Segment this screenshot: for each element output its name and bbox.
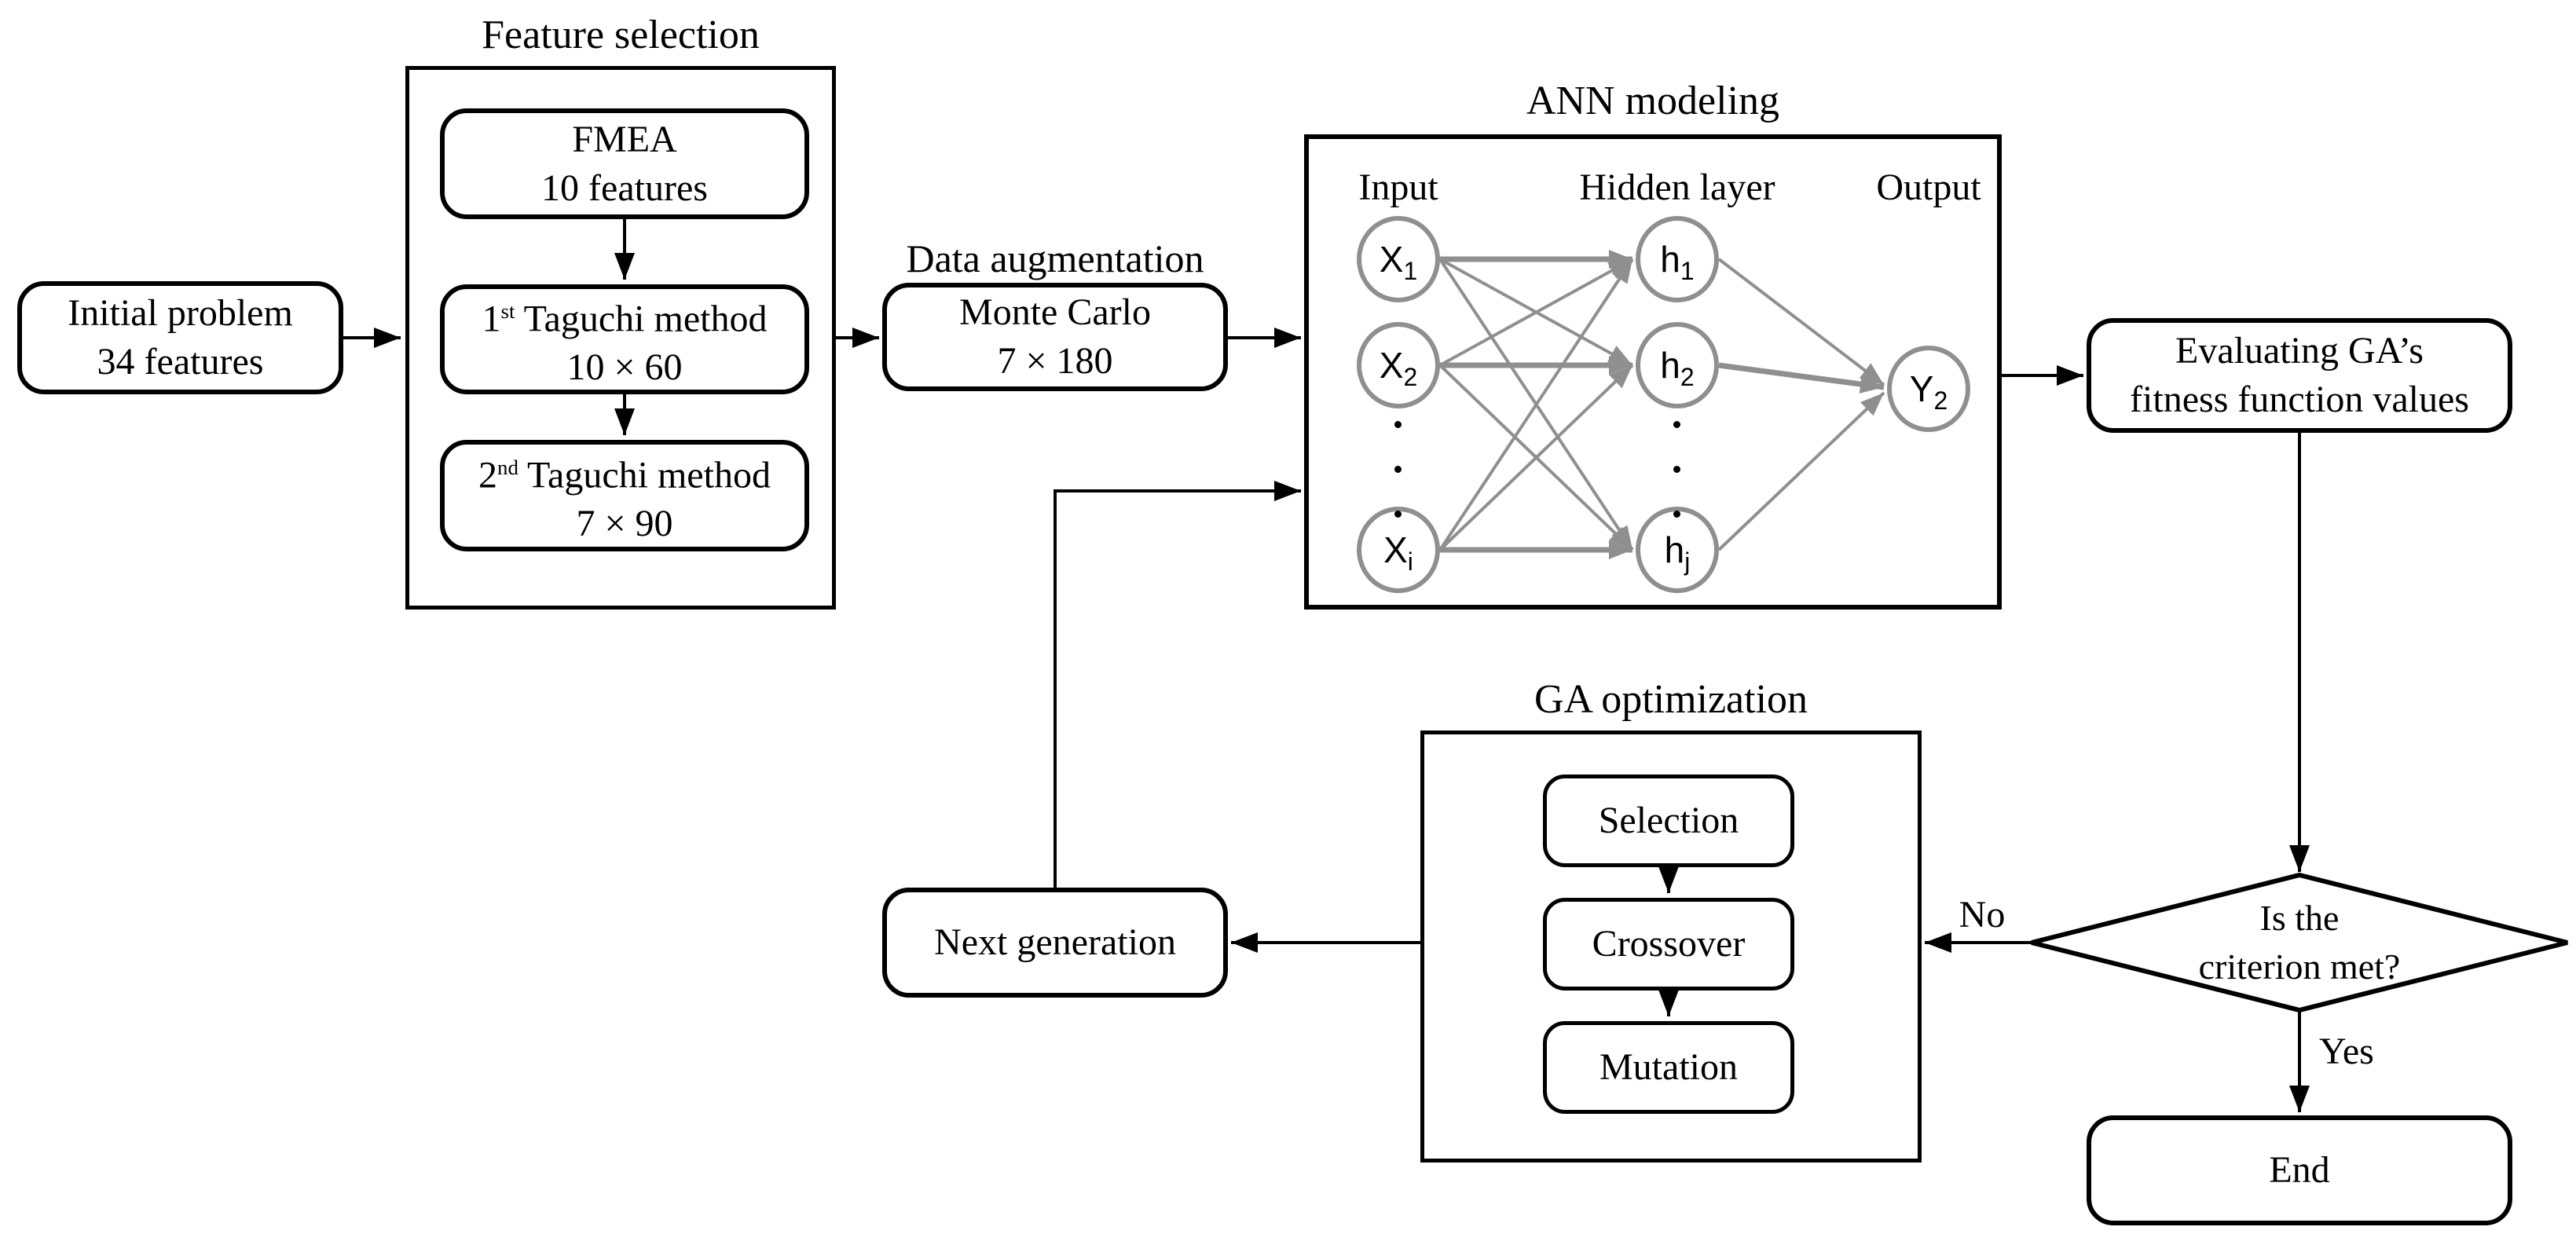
nn-node-h1: h1 xyxy=(1636,216,1719,302)
nn-edges xyxy=(1438,250,1885,559)
input-more-nodes-ellipsis xyxy=(1394,421,1402,518)
taguchi1-line1: 1st Taguchi method xyxy=(482,298,768,340)
end-box: End xyxy=(2087,1115,2512,1225)
initial-problem-box: Initial problem 34 features xyxy=(17,281,343,394)
monte-carlo-line1: Monte Carlo xyxy=(959,291,1151,333)
ann-output-label: Output xyxy=(1876,167,1981,208)
taguchi1-box: 1st Taguchi method 10 × 60 xyxy=(440,284,809,394)
arrow-nextgen-to-ann xyxy=(1053,481,1301,888)
fmea-line1: FMEA xyxy=(572,118,677,160)
decision-text: Is the criterion met? xyxy=(2111,894,2488,991)
ann-container xyxy=(1304,134,2002,610)
fmea-box: FMEA 10 features xyxy=(440,108,809,219)
taguchi2-box: 2nd Taguchi method 7 × 90 xyxy=(440,440,809,551)
decision-line1: Is the xyxy=(2259,898,2340,938)
next-generation-label: Next generation xyxy=(934,921,1176,963)
ann-hidden-layer-label: Hidden layer xyxy=(1579,167,1775,208)
initial-problem-line1: Initial problem xyxy=(68,292,293,334)
taguchi2-line2: 7 × 90 xyxy=(576,503,673,545)
data-augmentation-label: Data augmentation xyxy=(906,236,1204,280)
evaluating-fitness-box: Evaluating GA’s fitness function values xyxy=(2087,318,2512,433)
ga-selection-label: Selection xyxy=(1598,800,1739,841)
nn-node-hj: hj xyxy=(1636,507,1719,593)
nn-node-xi: Xi xyxy=(1357,507,1440,593)
hidden-more-nodes-ellipsis xyxy=(1673,421,1680,518)
flow-connectors xyxy=(343,219,2310,1112)
evaluating-line2: fitness function values xyxy=(2130,379,2469,420)
nn-edge-hj-y2 xyxy=(1717,391,1885,551)
evaluating-line1: Evaluating GA’s xyxy=(2175,330,2424,372)
nn-node-y2: Y2 xyxy=(1887,346,1970,432)
decision-line2: criterion met? xyxy=(2198,947,2401,987)
ga-optimization-container xyxy=(1420,731,1922,1163)
nn-node-h2: h2 xyxy=(1636,322,1719,408)
nn-edge-xi-h2 xyxy=(1438,364,1634,551)
ga-optimization-title: GA optimization xyxy=(1534,677,1808,722)
nn-edge-h2-y2 xyxy=(1718,362,1885,394)
fmea-line2: 10 features xyxy=(541,167,708,209)
taguchi2-ordinal-suffix: nd xyxy=(497,455,518,479)
yes-branch-label: Yes xyxy=(2319,1031,2374,1072)
nn-edge-x2-h1 xyxy=(1439,258,1633,367)
end-label: End xyxy=(2269,1149,2330,1191)
feature-selection-container xyxy=(405,66,836,610)
ga-crossover-label: Crossover xyxy=(1592,923,1746,965)
taguchi1-line2: 10 × 60 xyxy=(566,346,683,389)
decision-diamond xyxy=(2031,872,2568,1013)
taguchi1-ordinal-suffix: st xyxy=(500,298,515,323)
monte-carlo-box: Monte Carlo 7 × 180 xyxy=(882,283,1228,391)
nn-node-x1: X1 xyxy=(1357,216,1440,302)
next-generation-box: Next generation xyxy=(882,888,1228,998)
initial-problem-line2: 34 features xyxy=(97,341,264,383)
ga-crossover-box: Crossover xyxy=(1543,898,1794,990)
nn-node-x2: X2 xyxy=(1357,322,1440,408)
nn-edge-h1-y2 xyxy=(1717,258,1885,386)
ga-mutation-label: Mutation xyxy=(1599,1046,1738,1088)
feature-selection-title: Feature selection xyxy=(482,13,760,57)
ga-selection-box: Selection xyxy=(1543,774,1794,867)
taguchi2-line1: 2nd Taguchi method xyxy=(478,454,771,496)
ann-title: ANN modeling xyxy=(1526,79,1780,123)
ga-mutation-box: Mutation xyxy=(1543,1021,1794,1114)
no-branch-label: No xyxy=(1959,894,2006,936)
nn-edge-xi-h1 xyxy=(1438,258,1634,551)
ann-input-label: Input xyxy=(1358,167,1438,208)
monte-carlo-line2: 7 × 180 xyxy=(997,340,1113,382)
